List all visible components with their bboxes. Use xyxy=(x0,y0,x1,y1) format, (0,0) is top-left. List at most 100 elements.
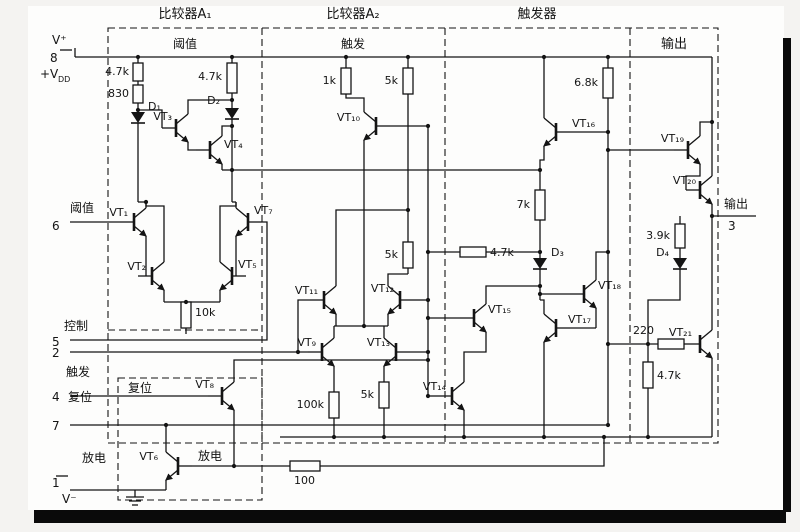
section-title-comparator-a1: 比较器A₁ xyxy=(158,7,211,22)
diode-triangle xyxy=(225,108,239,119)
resistor-label-1: 4.7k xyxy=(105,65,129,78)
transistor-symbol-21 xyxy=(686,324,713,364)
transistor-symbol-17 xyxy=(543,308,570,348)
resistor-label-11: 7k xyxy=(517,198,531,211)
collector-lead xyxy=(451,381,465,393)
wire xyxy=(320,437,605,467)
resistor-symbol-13 xyxy=(674,223,686,249)
diode-label-4: D₄ xyxy=(656,246,669,259)
transistor-label-7: VT₇ xyxy=(254,204,273,217)
transistor-label-13: VT₁₃ xyxy=(367,336,390,349)
emitter-lead xyxy=(451,399,465,411)
resistor-symbol-10 xyxy=(602,67,614,99)
transistor-label-10: VT₁₀ xyxy=(337,111,361,124)
pin1-number: 1 xyxy=(52,476,60,490)
transistor-symbol-3 xyxy=(162,108,189,148)
junction-dot xyxy=(461,434,467,440)
pin7-name-discharge: 放电 xyxy=(82,450,106,465)
resistor-symbol-16 xyxy=(289,460,321,472)
junction-dot xyxy=(425,297,431,303)
transistor-symbol-20 xyxy=(686,170,713,210)
resistor-label-13: 3.9k xyxy=(646,229,670,242)
junction-dot xyxy=(405,54,411,60)
junction-dot xyxy=(709,213,715,219)
resistor-symbol-6 xyxy=(402,67,414,95)
collector-lead xyxy=(165,451,179,463)
transistor-label-1: VT₁ xyxy=(109,206,128,219)
resistor-label-4: 10k xyxy=(195,306,216,319)
transistor-label-5: VT₅ xyxy=(238,258,257,271)
page-shadow-bottom xyxy=(34,510,786,523)
transistor-symbol-19 xyxy=(674,130,701,170)
diode-label-1: D₁ xyxy=(148,100,161,113)
wire xyxy=(540,299,545,308)
resistor-label-8: 5k xyxy=(361,388,375,401)
collector-lead xyxy=(235,207,249,219)
emitter-lead xyxy=(543,331,557,343)
collector-lead xyxy=(699,175,713,187)
emitter-lead xyxy=(383,355,397,367)
a2-sub-label-trigger: 触发 xyxy=(341,36,365,51)
page-shadow-right xyxy=(783,38,791,512)
transistor-label-20: VT₂₀ xyxy=(673,174,697,187)
diode-symbol-1 xyxy=(131,112,145,124)
junction-dot xyxy=(229,167,235,173)
emitter-lead xyxy=(387,303,401,315)
wire xyxy=(387,273,408,280)
diode-label-2: D₂ xyxy=(207,94,220,107)
transistor-label-19: VT₁₉ xyxy=(661,132,684,145)
junction-dot xyxy=(163,422,169,428)
transistor-label-11: VT₁₁ xyxy=(295,284,318,297)
transistor-label-15: VT₁₅ xyxy=(488,303,511,316)
emitter-lead xyxy=(323,303,337,315)
wire xyxy=(233,359,428,376)
junction-dot xyxy=(541,434,547,440)
diode-triangle xyxy=(533,258,547,269)
diode-triangle xyxy=(131,112,145,123)
pin8-vdd-label: +V xyxy=(40,67,59,81)
emitter-lead xyxy=(219,279,233,291)
resistor-label-2: 830 xyxy=(108,87,129,100)
wire xyxy=(70,221,268,341)
emitter-lead xyxy=(687,153,701,165)
pin4-number: 4 xyxy=(52,390,60,404)
transistor-symbol-15 xyxy=(460,298,487,338)
resistor-label-14: 220 xyxy=(633,324,654,337)
collector-lead xyxy=(321,337,335,349)
junction-dot xyxy=(605,249,611,255)
collector-lead xyxy=(699,329,713,341)
resistor-label-5: 1k xyxy=(323,74,337,87)
transistor-label-3: VT₃ xyxy=(153,110,172,123)
junction-dot xyxy=(405,207,411,213)
transistor-symbol-12 xyxy=(387,280,414,320)
pin2-name-trigger: 触发 xyxy=(66,364,90,379)
reset-discharge-box xyxy=(117,377,263,501)
section-boxes xyxy=(107,27,719,501)
resistor-label-16: 100 xyxy=(294,474,315,487)
resistor-symbol-8 xyxy=(378,381,390,409)
junction-dot xyxy=(143,199,149,205)
junction-dot xyxy=(183,299,189,305)
collector-lead xyxy=(209,135,223,147)
transistor-symbol-14 xyxy=(438,376,465,416)
wire xyxy=(463,338,487,376)
junction-dots xyxy=(135,54,715,469)
junction-dot xyxy=(331,434,337,440)
wire xyxy=(345,94,365,106)
diode-triangle xyxy=(673,258,687,269)
transistor-symbol-18 xyxy=(570,274,597,314)
diode-label-3: D₃ xyxy=(551,246,564,259)
transistor-symbol-10 xyxy=(363,106,390,146)
transistor-label-17: VT₁₇ xyxy=(568,313,591,326)
collector-lead xyxy=(543,117,557,129)
pin1-vminus-label: V⁻ xyxy=(62,492,77,506)
transistor-label-14: VT₁₄ xyxy=(423,380,447,393)
pin8-number: 8 xyxy=(50,51,58,65)
transistor-symbol-6 xyxy=(165,446,192,486)
resistor-symbol-9 xyxy=(328,391,340,419)
junction-dot xyxy=(229,97,235,103)
emitter-lead xyxy=(209,153,223,165)
resistor-label-15: 4.7k xyxy=(657,369,681,382)
